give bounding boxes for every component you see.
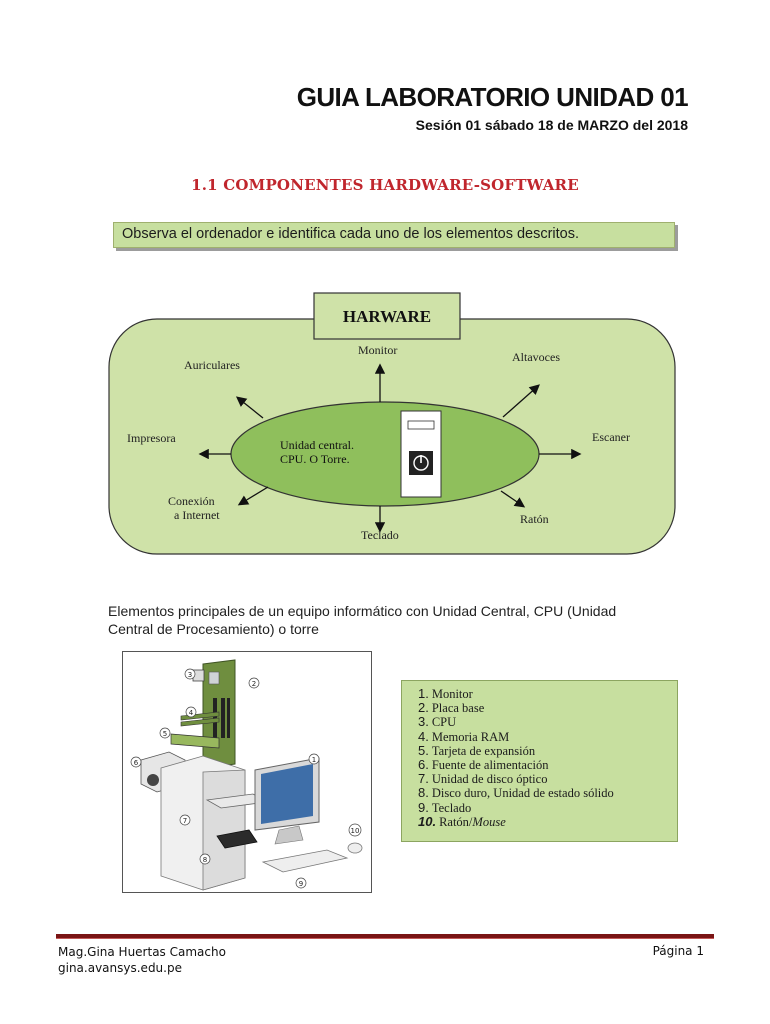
section-heading: 1.1 COMPONENTES HARDWARE-SOFTWARE [191,176,579,194]
component-number: 1. [418,686,429,701]
callout-6: 6 [130,756,142,768]
callout-9: 9 [295,877,307,889]
footer-rule [56,934,714,939]
instruction-box: Observa el ordenador e identifica cada u… [113,222,675,248]
tower-case-icon [160,755,246,891]
component-text: CPU [431,715,457,730]
component-number: 6. [418,757,429,773]
callout-1: 1 [308,753,320,765]
keyboard-icon [261,849,349,873]
callout-4: 4 [185,706,197,718]
component-item: 2.Placa base [418,700,677,716]
label-escaner: Escaner [592,430,630,444]
component-item: 9.Teclado [418,799,677,815]
component-text: Monitor [431,687,473,701]
footer-author: Mag.Gina Huertas Camacho [58,945,226,959]
arrows [198,363,582,533]
component-text: Disco duro, Unidad de estado sólido [431,786,614,801]
footer-page-number: Página 1 [652,944,704,958]
component-text: Ratón/ [439,814,473,829]
component-item: 5.Tarjeta de expansión [418,742,677,758]
svg-text:3: 3 [188,671,192,679]
callout-7: 7 [179,814,191,826]
mouse-icon [347,842,363,854]
component-number: 3. [418,714,429,730]
component-item: 4.Memoria RAM [418,728,677,744]
monitor-icon [254,757,320,845]
svg-text:10: 10 [351,827,360,835]
svg-text:7: 7 [183,817,187,825]
component-text: Unidad de disco óptico [431,772,548,787]
component-number: 5. [418,742,429,758]
svg-text:2: 2 [252,680,256,688]
computer-components-illustration: 3 2 4 5 6 1 7 10 8 9 [122,651,372,893]
central-ellipse [230,401,540,507]
hardware-diagram: HARWARE Unidad central. CPU. O Torre. Mo… [108,292,676,555]
component-text: Tarjeta de expansión [431,743,536,758]
component-number: 8. [418,785,429,801]
session-subtitle: Sesión 01 sábado 18 de MARZO del 2018 [415,117,688,133]
component-item: 7.Unidad de disco óptico [418,771,677,787]
component-text: Teclado [431,800,472,815]
svg-text:5: 5 [163,730,167,738]
label-raton: Ratón [520,512,549,526]
component-number: 4. [418,728,429,744]
callout-5: 5 [159,727,171,739]
diagram-title-box [313,292,461,340]
svg-text:6: 6 [134,759,139,767]
label-impresora: Impresora [127,431,176,445]
component-text: Memoria RAM [431,729,510,744]
component-item: 3.CPU [418,714,677,730]
label-auriculares: Auriculares [184,358,240,372]
svg-text:1: 1 [312,756,316,764]
ram-modules-icon [180,711,220,727]
instruction-text: Observa el ordenador e identifica cada u… [122,226,580,242]
callout-10: 10 [348,823,362,837]
callout-2: 2 [248,677,260,689]
hard-disk-icon [216,829,258,849]
component-number: 2. [418,700,429,716]
label-conexion-line1: Conexión [168,494,215,508]
svg-text:9: 9 [299,880,303,888]
component-number: 7. [418,771,429,787]
component-item: 10.Ratón/Mouse [418,813,677,829]
callout-3: 3 [184,668,196,680]
component-emphasis: Mouse [472,814,506,829]
component-item: 8.Disco duro, Unidad de estado sólido [418,785,677,801]
elements-paragraph: Elementos principales de un equipo infor… [108,603,617,637]
label-conexion-line2: a Internet [174,508,220,522]
component-item: 6.Fuente de alimentación [418,757,677,773]
component-number: 10. [418,813,437,829]
footer-author-block: Mag.Gina Huertas Camacho gina.avansys.ed… [58,944,226,976]
cpu-tower-icon [400,410,442,498]
document-title: GUIA LABORATORIO UNIDAD 01 [296,82,689,112]
label-teclado: Teclado [361,528,399,542]
component-item: 1.Monitor [418,686,677,701]
svg-text:4: 4 [189,709,194,717]
center-label-line1: Unidad central. [280,438,354,452]
component-text: Fuente de alimentación [431,758,549,773]
label-altavoces: Altavoces [512,350,560,364]
component-text: Placa base [431,701,485,716]
center-label-line2: CPU. O Torre. [280,452,350,466]
component-number: 9. [418,799,429,815]
label-monitor: Monitor [358,343,397,357]
callout-8: 8 [199,853,211,865]
expansion-card-icon [170,733,220,749]
footer-site: gina.avansys.edu.pe [58,961,182,975]
svg-text:8: 8 [203,856,207,864]
diagram-title: HARWARE [343,307,431,326]
